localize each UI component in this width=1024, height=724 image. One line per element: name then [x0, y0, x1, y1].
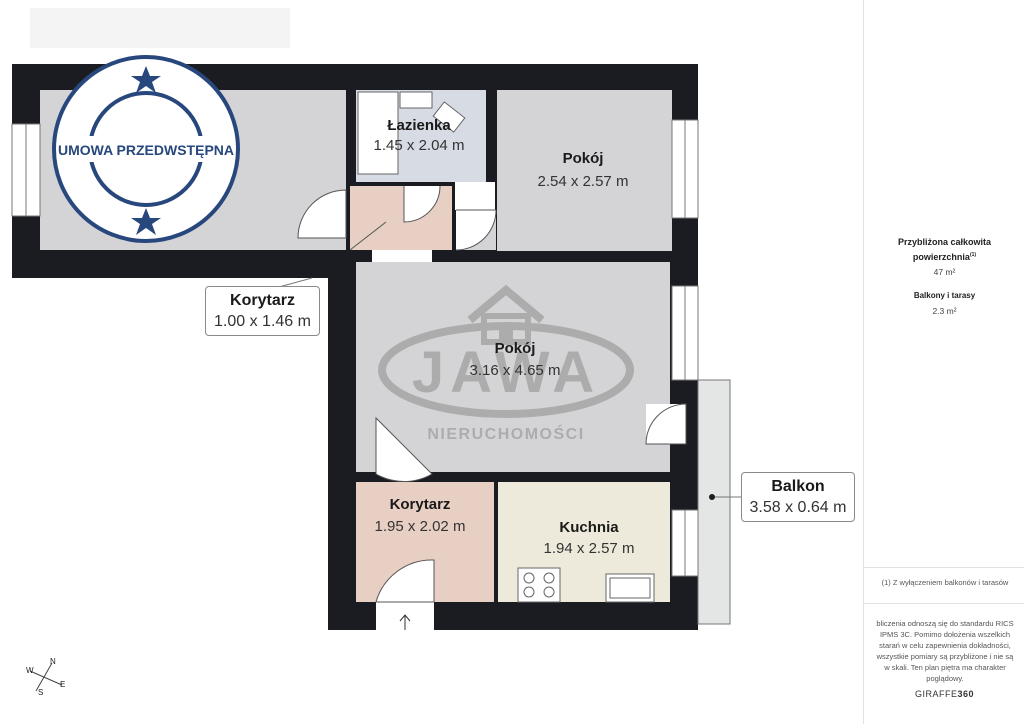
area-title-line1: Przybliżona całkowita [897, 237, 992, 247]
sidebar-divider-1 [864, 567, 1024, 568]
room-korytarz-lower-name: Korytarz [390, 496, 451, 513]
balcony-title: Balkony i tarasy [913, 291, 976, 300]
room-korytarz-lower-dims: 1.95 x 2.02 m [375, 518, 466, 535]
room-pokoj-large-name: Pokój [495, 340, 536, 357]
balkon-callout: Balkon 3.58 x 0.64 m [741, 472, 855, 522]
compass: N W E S [26, 657, 70, 697]
compass-w: W [26, 666, 34, 675]
balcony-value: 2.3 m² [932, 306, 957, 316]
room-lazienka-name: Łazienka [387, 117, 451, 134]
room-lazienka-dims: 1.45 x 2.04 m [374, 137, 465, 154]
doors [297, 182, 687, 630]
area-title-line2-wrap: powierzchnia(1) [864, 249, 1024, 263]
floor-plan: JAWA NIERUCHOMOŚCI Łazienka 1.45 x 2.04 … [11, 8, 741, 630]
room-pokoj-small-dims: 2.54 x 2.57 m [538, 173, 629, 190]
room-pokoj-small-name: Pokój [563, 150, 604, 167]
footnote: (1) Z wyłączeniem balkonów i tarasów [881, 578, 1009, 587]
stamp-star-bottom-icon [131, 208, 161, 235]
jawa-watermark: JAWA NIERUCHOMOŚCI [378, 284, 634, 443]
stamp-text: UMOWA PRZEDWSTĘPNA [58, 142, 234, 158]
umowa-stamp: UMOWA PRZEDWSTĘPNA [52, 55, 240, 243]
room-pokoj-small [497, 90, 672, 251]
compass-rose-icon [29, 662, 63, 692]
logo-bold: 360 [957, 689, 975, 699]
watermark-subtitle: NIERUCHOMOŚCI [427, 424, 584, 443]
compass-s: S [38, 688, 44, 697]
logo-light: GIRAFFE [914, 689, 958, 699]
bathroom-fixtures [357, 91, 466, 175]
area-title-sup: (1) [969, 252, 977, 258]
balcony [697, 379, 731, 625]
korytarz-callout: Korytarz 1.00 x 1.46 m [205, 286, 320, 336]
disclaimer: bliczenia odnoszą się do standardu RICS … [876, 619, 1014, 683]
area-title-line2: powierzchnia [912, 252, 970, 262]
watermark-brand: JAWA [412, 340, 600, 405]
room-kuchnia-dims: 1.94 x 2.57 m [544, 540, 635, 557]
room-pokoj-large-dims: 3.16 x 4.65 m [470, 362, 561, 379]
room-kuchnia-name: Kuchnia [559, 519, 619, 536]
info-sidebar: Przybliżona całkowita powierzchnia(1) 47… [863, 0, 1024, 724]
balkon-callout-name: Balkon [771, 478, 825, 495]
area-value: 47 m² [933, 267, 956, 277]
compass-e: E [60, 680, 66, 689]
giraffe360-logo: GIRAFFE360 [864, 689, 1024, 699]
stamp-star-top-icon [131, 66, 161, 93]
sidebar-divider-2 [864, 603, 1024, 604]
kitchen-fixtures [517, 567, 655, 603]
faded-header-artifact [30, 8, 290, 48]
balkon-callout-dims: 3.58 x 0.64 m [749, 499, 847, 516]
korytarz-callout-name: Korytarz [230, 292, 295, 309]
windows [11, 119, 699, 577]
compass-n: N [50, 657, 56, 666]
korytarz-callout-dims: 1.00 x 1.46 m [214, 313, 311, 330]
balkon-leader-dot [709, 494, 715, 500]
